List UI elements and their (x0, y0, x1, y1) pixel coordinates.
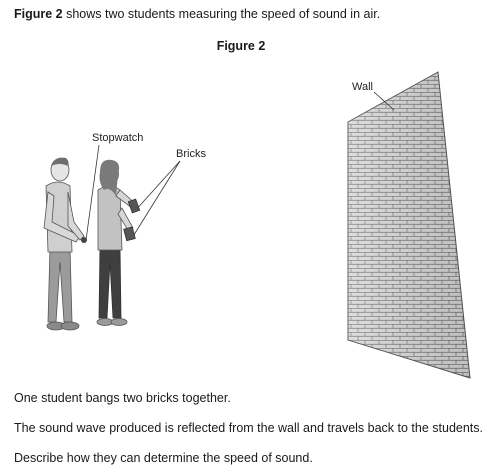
wall-leader-line (373, 91, 395, 111)
figure-illustration: Wall Stopwatch Bricks (43, 71, 471, 379)
brick-wall (347, 71, 471, 379)
bricks-label: Bricks (176, 148, 206, 160)
intro-text: shows two students measuring the speed o… (62, 7, 381, 21)
bricks-leader-line-1 (133, 160, 181, 213)
figure-reference: Figure 2 (14, 7, 63, 21)
stopwatch-leader-line (85, 144, 100, 241)
figure-title: Figure 2 (216, 39, 266, 53)
paragraph-question: Describe how they can determine the spee… (14, 451, 313, 465)
paragraph-bang-bricks: One student bangs two bricks together. (14, 391, 231, 405)
bricks-leader-line-2 (131, 160, 181, 239)
intro-sentence: Figure 2 shows two students measuring th… (14, 6, 380, 22)
student-with-bricks (96, 159, 141, 326)
stopwatch-label: Stopwatch (92, 132, 143, 144)
student-with-stopwatch (43, 157, 87, 331)
wall-label: Wall (352, 81, 373, 93)
paragraph-reflection: The sound wave produced is reflected fro… (14, 421, 482, 435)
